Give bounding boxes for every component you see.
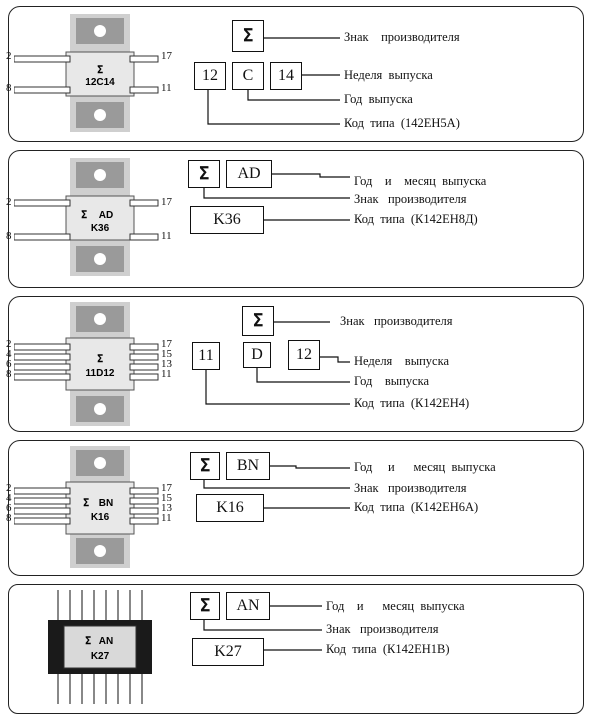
- label-year-month: Год и месяц выпуска: [326, 599, 465, 614]
- manufacturer-logo-box: ⵉ: [190, 592, 220, 620]
- label-manufacturer: Знак производителя: [326, 622, 439, 637]
- type-code-box: K27: [192, 638, 264, 666]
- label-type-code: Код типа (К142ЕН1В): [326, 642, 450, 657]
- year-month-box: AN: [226, 592, 270, 620]
